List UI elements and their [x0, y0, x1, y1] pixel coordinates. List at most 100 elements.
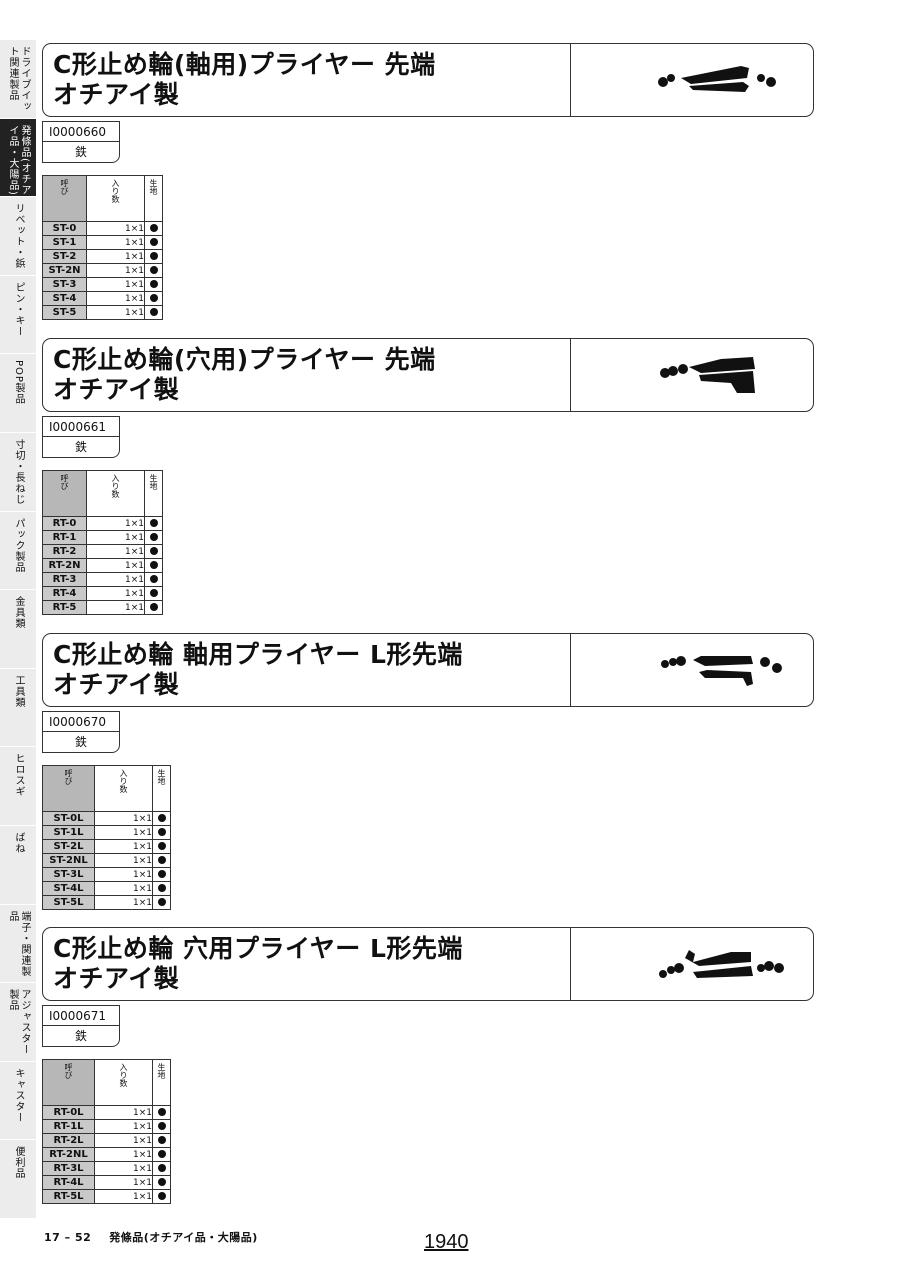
header-material: 生地 [152, 765, 171, 812]
pliers-tips-hole-icon [571, 339, 814, 411]
product-section: C形止め輪 穴用プライヤー L形先端 オチアイ製 I0000671 鉄 呼び 入… [42, 927, 814, 1204]
side-tab-hardware[interactable]: 金具類 [0, 590, 36, 669]
header-name: 呼び [42, 765, 95, 812]
product-material: 鉄 [74, 145, 87, 159]
available-dot-icon [149, 251, 158, 260]
product-title-box: C形止め輪(穴用)プライヤー 先端 オチアイ製 [42, 338, 814, 412]
product-code: I0000671 [43, 1006, 119, 1026]
available-dot-icon [149, 518, 158, 527]
side-tab-casters[interactable]: キャスター [0, 1061, 36, 1141]
available-dot-icon [149, 223, 158, 232]
pliers-l-tips-shaft-icon [571, 634, 814, 706]
table-header-row: 呼び 入り数 生地 [42, 470, 163, 517]
page-number: 1940 [424, 1231, 469, 1253]
product-title: C形止め輪 穴用プライヤー L形先端 オチアイ製 [53, 934, 463, 993]
available-dot-icon [157, 1135, 166, 1144]
available-dot-icon [157, 1121, 166, 1130]
product-section: C形止め輪(軸用)プライヤー 先端 オチアイ製 I0000660 鉄 呼び 入り… [42, 43, 814, 320]
side-tab-threaded-rods[interactable]: 寸切・長ねじ [0, 432, 36, 512]
available-dot-icon [149, 293, 158, 302]
table-header-row: 呼び 入り数 生地 [42, 765, 171, 812]
available-dot-icon [149, 532, 158, 541]
side-tab-rivets[interactable]: リベット・鋲 [0, 197, 36, 276]
product-code-box: I0000671 鉄 [42, 1005, 120, 1047]
product-material: 鉄 [74, 440, 87, 454]
side-tab-adjusters[interactable]: アジャスター製品 [0, 983, 36, 1062]
available-dot-icon [157, 827, 166, 836]
header-name: 呼び [42, 1059, 95, 1106]
available-dot-icon [157, 1177, 166, 1186]
side-tab-springs[interactable]: ばね [0, 825, 36, 905]
footer-section: 発條品(オチアイ品・大陽品) [109, 1231, 258, 1244]
product-title-box: C形止め輪 軸用プライヤー L形先端 オチアイ製 [42, 633, 814, 707]
side-tab-terminals[interactable]: 端子・関連製品 [0, 904, 36, 984]
product-code-box: I0000660 鉄 [42, 121, 120, 163]
available-dot-icon [149, 307, 158, 316]
product-material: 鉄 [74, 1029, 87, 1043]
available-dot-icon [149, 279, 158, 288]
side-tab-pop[interactable]: POP製品 [0, 354, 36, 433]
product-title: C形止め輪(穴用)プライヤー 先端 オチアイ製 [53, 345, 436, 404]
header-name: 呼び [42, 175, 87, 222]
available-dot-icon [157, 813, 166, 822]
title-divider [570, 928, 571, 1000]
product-code: I0000660 [43, 122, 119, 142]
side-tab-convenience[interactable]: 便利品 [0, 1140, 36, 1219]
product-section: C形止め輪(穴用)プライヤー 先端 オチアイ製 I0000661 鉄 呼び 入り… [42, 338, 814, 615]
title-divider [570, 339, 571, 411]
product-section: C形止め輪 軸用プライヤー L形先端 オチアイ製 I0000670 鉄 呼び 入… [42, 633, 814, 910]
header-material: 生地 [152, 1059, 171, 1106]
pliers-l-tips-hole-icon [571, 928, 814, 1000]
product-code: I0000670 [43, 712, 119, 732]
side-tab-hirosugi[interactable]: ヒロスギ [0, 747, 36, 826]
available-dot-icon [157, 1149, 166, 1158]
available-dot-icon [149, 546, 158, 555]
available-dot-icon [157, 855, 166, 864]
product-code-box: I0000661 鉄 [42, 416, 120, 458]
side-tab-spring-products[interactable]: 発條品(オチアイ品・大陽品) [0, 118, 36, 198]
available-dot-icon [149, 574, 158, 583]
header-material: 生地 [144, 470, 163, 517]
table-header-row: 呼び 入り数 生地 [42, 1059, 171, 1106]
available-dot-icon [157, 883, 166, 892]
side-tab-pack-products[interactable]: パック製品 [0, 511, 36, 591]
side-index-tabs: ドライブイット関連製品 発條品(オチアイ品・大陽品) リベット・鋲 ピン・キー … [0, 40, 36, 1220]
title-divider [570, 44, 571, 116]
product-title: C形止め輪(軸用)プライヤー 先端 オチアイ製 [53, 50, 436, 109]
available-dot-icon [149, 265, 158, 274]
pliers-tips-shaft-icon [571, 44, 814, 116]
available-dot-icon [157, 841, 166, 850]
table-header-row: 呼び 入り数 生地 [42, 175, 163, 222]
side-tab-tools[interactable]: 工具類 [0, 668, 36, 748]
header-qty: 入り数 [86, 470, 145, 517]
available-dot-icon [157, 1107, 166, 1116]
side-tab-pins-keys[interactable]: ピン・キー [0, 275, 36, 355]
product-title-box: C形止め輪(軸用)プライヤー 先端 オチアイ製 [42, 43, 814, 117]
side-tab-drive-it[interactable]: ドライブイット関連製品 [0, 40, 36, 119]
